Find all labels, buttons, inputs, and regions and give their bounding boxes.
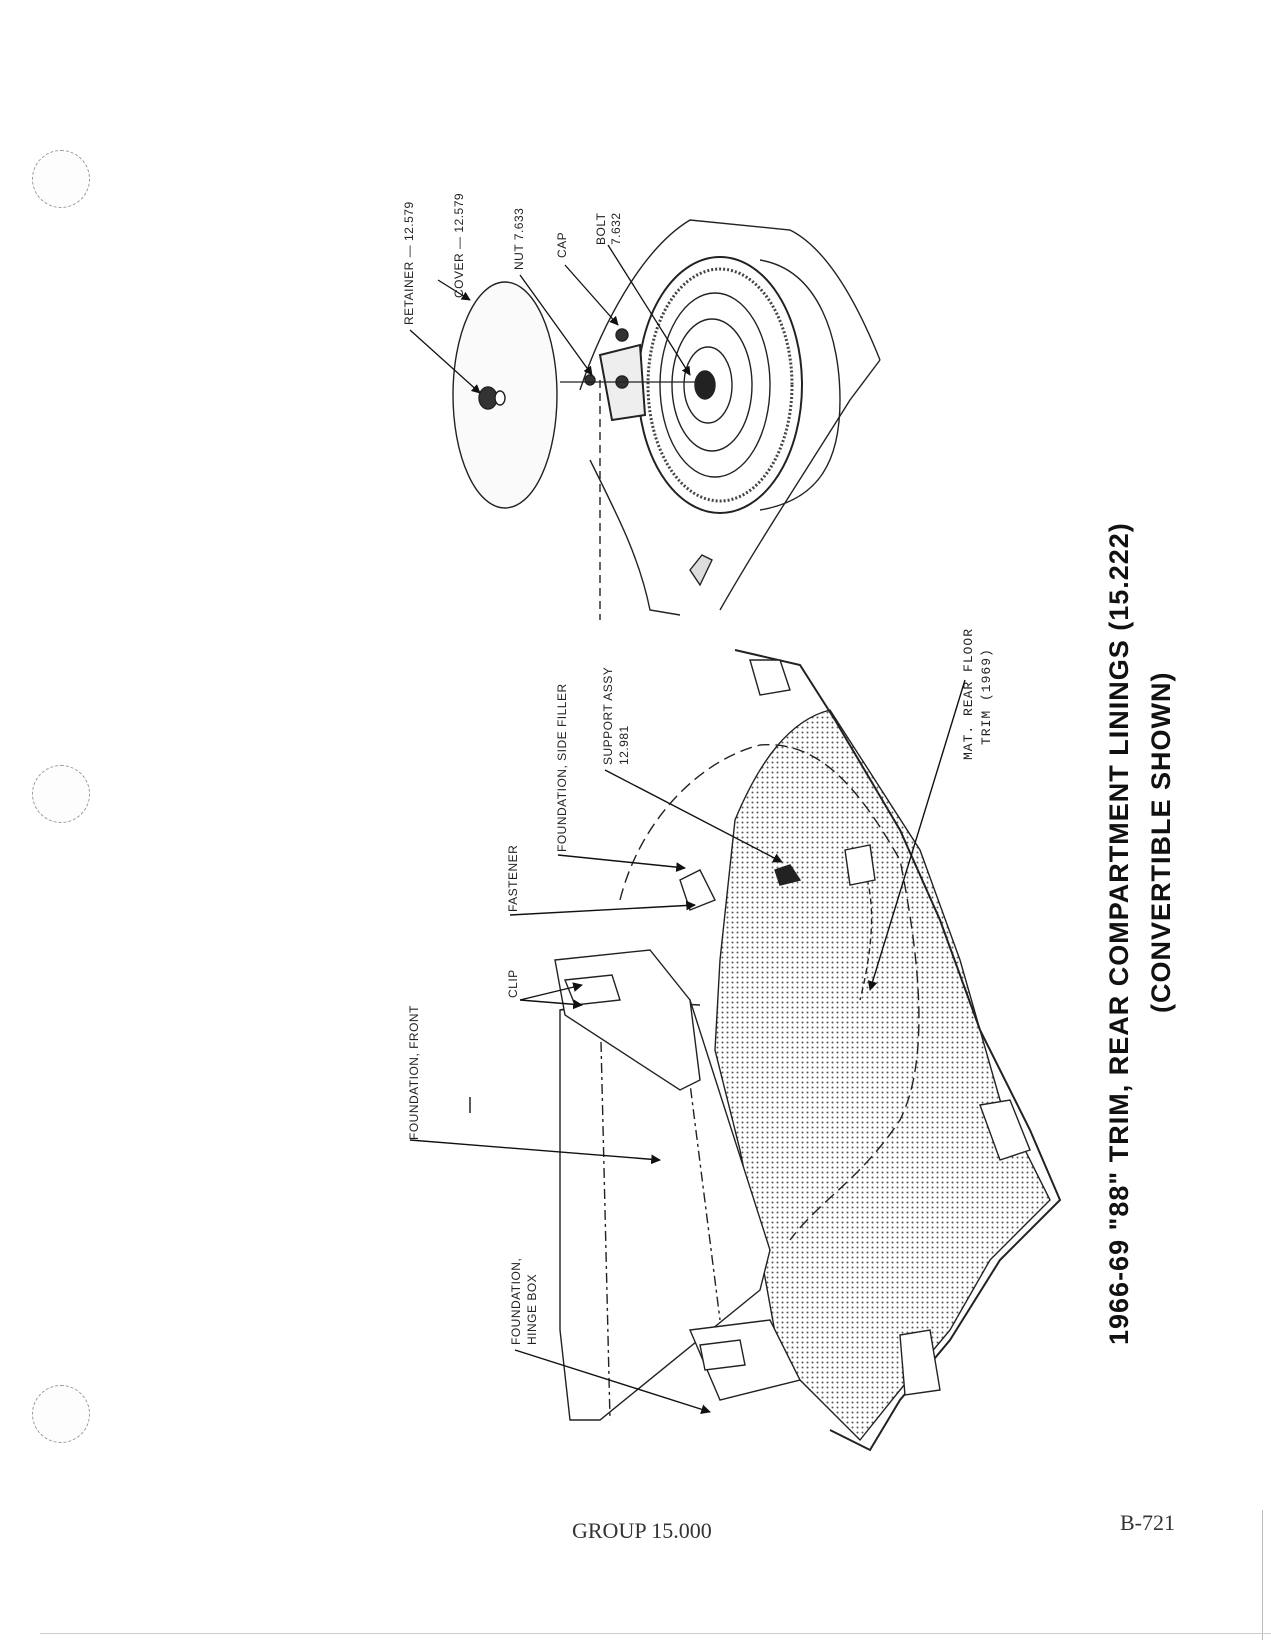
cap-part: [615, 328, 629, 342]
foundation-front-panel: [559, 999, 771, 1421]
label-cap: CAP: [555, 232, 569, 258]
binder-hole-top: [32, 150, 90, 208]
diagram-title-line1: 1966-69 "88" TRIM, REAR COMPARTMENT LINI…: [1104, 522, 1134, 1345]
label-mat-rear-floor: MAT. REAR FLOOR: [961, 628, 976, 760]
label-foundation-hinge-box-2: HINGE BOX: [525, 1274, 539, 1345]
label-mat-trim-year: TRIM (1969): [979, 648, 994, 745]
tire-leader-lines: [409, 244, 691, 394]
footer-page-code: B-721: [1120, 1510, 1175, 1535]
page-edge-right: [1262, 1510, 1263, 1640]
diagram-title-line2: (CONVERTIBLE SHOWN): [1146, 672, 1176, 1013]
label-support-assy: SUPPORT ASSY: [601, 667, 615, 765]
binder-hole-bottom: [32, 1385, 90, 1443]
label-bolt-number: 7.632: [609, 212, 623, 245]
spare-tire-illustration: [452, 219, 881, 620]
label-foundation-side-filler: FOUNDATION, SIDE FILLER: [555, 683, 569, 852]
label-nut: NUT 7.633: [512, 208, 526, 270]
label-foundation-hinge-box: FOUNDATION,: [509, 1258, 523, 1345]
footer-group-number: GROUP 15.000: [572, 1518, 712, 1543]
retainer-part: [478, 386, 506, 410]
page-edge-bottom: [40, 1633, 1271, 1634]
label-foundation-front: FOUNDATION, FRONT: [407, 1005, 421, 1140]
rear-compartment-illustration: [554, 649, 1062, 1452]
label-bolt: BOLT: [594, 212, 608, 245]
label-clip: CLIP: [506, 969, 520, 998]
spare-tire: [637, 256, 841, 514]
label-support-assy-number: 12.981: [617, 725, 631, 765]
foundation-hinge-box: [688, 1319, 802, 1401]
label-retainer: RETAINER — 12.579: [402, 201, 416, 325]
lining-leader-lines: [409, 679, 966, 1414]
binder-hole-middle: [32, 765, 90, 823]
label-fastener: FASTENER: [506, 845, 520, 912]
label-cover: COVER — 12.579: [452, 193, 466, 298]
